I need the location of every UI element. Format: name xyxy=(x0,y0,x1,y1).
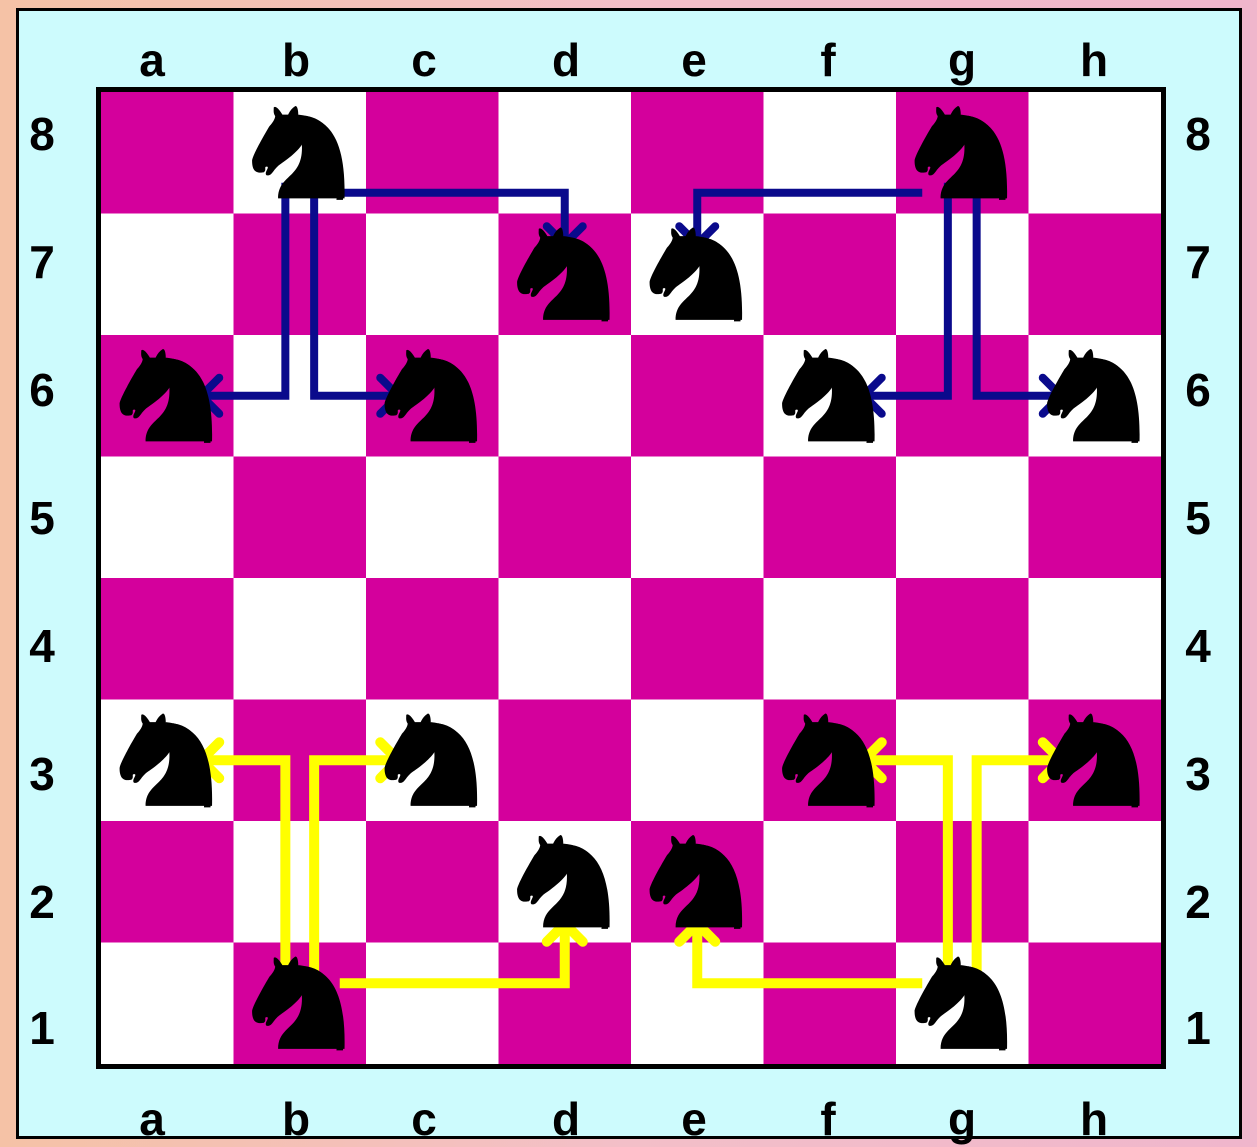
square-f7[interactable] xyxy=(764,214,897,336)
square-g2[interactable] xyxy=(896,821,1029,943)
square-e6[interactable] xyxy=(631,335,764,457)
rank-label-left-4: 4 xyxy=(20,623,64,669)
square-f2[interactable] xyxy=(764,821,897,943)
square-a7[interactable] xyxy=(101,214,234,336)
file-label-bottom-a: a xyxy=(126,1096,178,1142)
square-e3[interactable] xyxy=(631,700,764,822)
file-label-top-h: h xyxy=(1068,37,1120,83)
square-h8[interactable] xyxy=(1029,92,1162,214)
square-h7[interactable] xyxy=(1029,214,1162,336)
square-e4[interactable] xyxy=(631,578,764,700)
rank-label-left-2: 2 xyxy=(20,879,64,925)
rank-label-right-6: 6 xyxy=(1176,367,1220,413)
file-label-top-d: d xyxy=(540,37,592,83)
file-label-bottom-e: e xyxy=(668,1096,720,1142)
rank-label-right-7: 7 xyxy=(1176,239,1220,285)
square-c5[interactable] xyxy=(366,457,499,579)
rank-label-left-8: 8 xyxy=(20,111,64,157)
file-label-top-a: a xyxy=(126,37,178,83)
square-c7[interactable] xyxy=(366,214,499,336)
square-h5[interactable] xyxy=(1029,457,1162,579)
rank-label-left-6: 6 xyxy=(20,367,64,413)
square-c2[interactable] xyxy=(366,821,499,943)
rank-label-left-3: 3 xyxy=(20,751,64,797)
square-a8[interactable] xyxy=(101,92,234,214)
rank-label-right-5: 5 xyxy=(1176,495,1220,541)
square-h2[interactable] xyxy=(1029,821,1162,943)
file-label-top-b: b xyxy=(270,37,322,83)
file-label-bottom-f: f xyxy=(802,1096,854,1142)
file-label-bottom-g: g xyxy=(936,1096,988,1142)
square-a5[interactable] xyxy=(101,457,234,579)
file-label-bottom-d: d xyxy=(540,1096,592,1142)
square-h4[interactable] xyxy=(1029,578,1162,700)
square-d4[interactable] xyxy=(499,578,632,700)
square-a2[interactable] xyxy=(101,821,234,943)
file-label-top-c: c xyxy=(398,37,450,83)
rank-label-left-7: 7 xyxy=(20,239,64,285)
rank-label-right-3: 3 xyxy=(1176,751,1220,797)
square-g5[interactable] xyxy=(896,457,1029,579)
rank-label-right-2: 2 xyxy=(1176,879,1220,925)
chess-board xyxy=(96,87,1166,1069)
square-b7[interactable] xyxy=(234,214,367,336)
square-f5[interactable] xyxy=(764,457,897,579)
squares-layer xyxy=(101,92,1162,1065)
square-h1[interactable] xyxy=(1029,943,1162,1065)
rank-label-right-8: 8 xyxy=(1176,111,1220,157)
square-d5[interactable] xyxy=(499,457,632,579)
square-c4[interactable] xyxy=(366,578,499,700)
square-g7[interactable] xyxy=(896,214,1029,336)
rank-label-right-4: 4 xyxy=(1176,623,1220,669)
square-g4[interactable] xyxy=(896,578,1029,700)
square-d6[interactable] xyxy=(499,335,632,457)
file-label-top-f: f xyxy=(802,37,854,83)
rank-label-left-5: 5 xyxy=(20,495,64,541)
square-c1[interactable] xyxy=(366,943,499,1065)
square-d3[interactable] xyxy=(499,700,632,822)
rank-label-left-1: 1 xyxy=(20,1005,64,1051)
square-b2[interactable] xyxy=(234,821,367,943)
file-label-top-g: g xyxy=(936,37,988,83)
square-b4[interactable] xyxy=(234,578,367,700)
chess-board-svg xyxy=(96,87,1166,1069)
square-f4[interactable] xyxy=(764,578,897,700)
file-label-bottom-h: h xyxy=(1068,1096,1120,1142)
square-e5[interactable] xyxy=(631,457,764,579)
file-label-top-e: e xyxy=(668,37,720,83)
rank-label-right-1: 1 xyxy=(1176,1005,1220,1051)
file-label-bottom-b: b xyxy=(270,1096,322,1142)
square-f1[interactable] xyxy=(764,943,897,1065)
square-a1[interactable] xyxy=(101,943,234,1065)
file-label-bottom-c: c xyxy=(398,1096,450,1142)
square-a4[interactable] xyxy=(101,578,234,700)
square-b5[interactable] xyxy=(234,457,367,579)
